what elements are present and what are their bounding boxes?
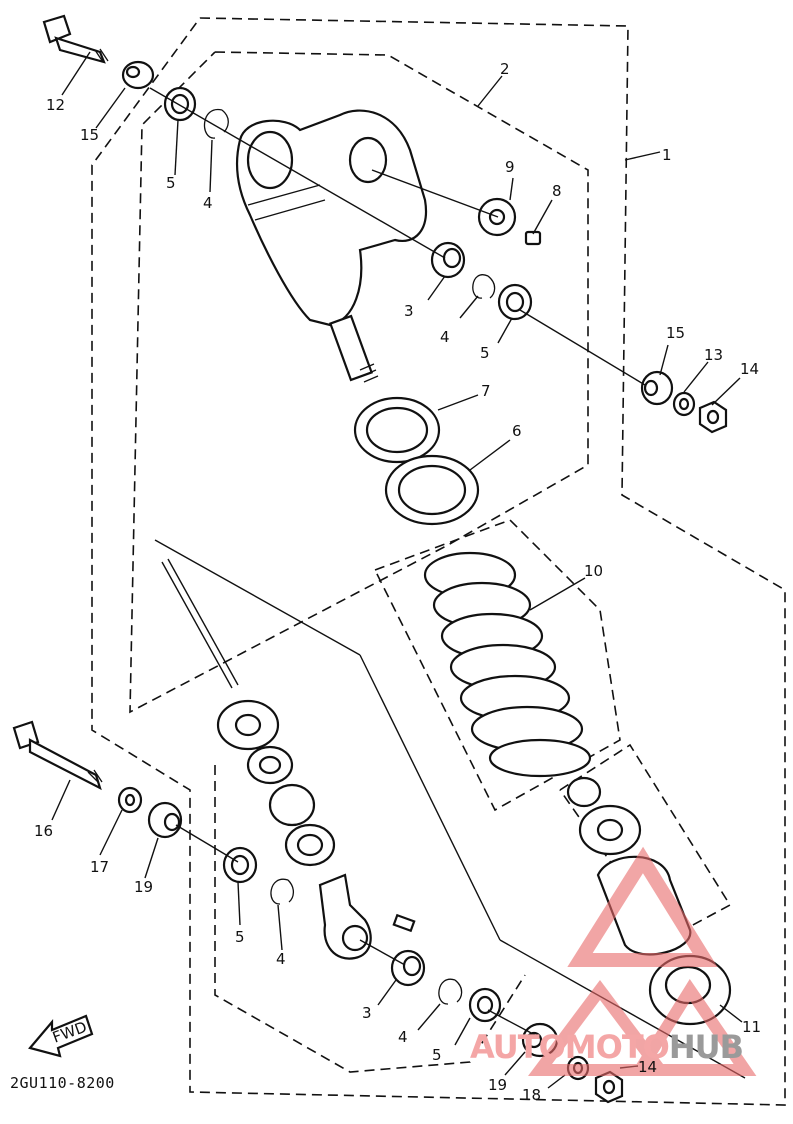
circlip-4-lower — [270, 878, 295, 905]
pushrod — [161, 558, 239, 689]
collar-19-left — [147, 801, 183, 839]
washer-17 — [117, 786, 143, 814]
watermark-logo: AUTOMOTOHUB — [470, 1028, 744, 1066]
screw-8 — [524, 230, 542, 246]
label-11: 11 — [742, 1018, 761, 1036]
label-17: 17 — [90, 858, 109, 876]
label-1: 1 — [662, 146, 672, 164]
bearing-3-lower — [390, 949, 426, 987]
collar-15-top — [121, 60, 155, 90]
spring-10 — [423, 551, 592, 778]
drawing-code: 2GU110-8200 — [10, 1074, 115, 1092]
group-outline-2 — [129, 51, 589, 714]
label-4-lower: 4 — [276, 950, 286, 968]
bolt-16 — [12, 720, 103, 791]
watermark-text-gray: HUB — [668, 1028, 744, 1066]
collar-15-right — [640, 370, 674, 406]
spring-seat-lower — [566, 776, 642, 856]
label-2: 2 — [500, 60, 510, 78]
label-7: 7 — [481, 382, 491, 400]
locknut-7 — [353, 396, 441, 464]
collar-19-bottom — [521, 1022, 559, 1058]
label-5: 5 — [166, 174, 176, 192]
axis-lines — [149, 87, 746, 1079]
nut-14-bottom — [594, 1070, 624, 1104]
part-labels: 1 2 3 4 5 6 7 8 9 10 11 12 13 14 15 16 1… — [34, 60, 761, 1104]
bearing-5-mid — [497, 283, 533, 321]
label-4-bottom: 4 — [398, 1028, 408, 1046]
bearing-5-bottom — [468, 987, 502, 1023]
label-3: 3 — [404, 302, 414, 320]
lower-clevis — [318, 873, 416, 960]
label-5-mid: 5 — [480, 344, 490, 362]
spring-box-outline — [374, 519, 621, 812]
label-19: 19 — [134, 878, 153, 896]
circlip-4-bottom — [438, 978, 463, 1005]
label-5-lower: 5 — [235, 928, 245, 946]
label-4: 4 — [203, 194, 213, 212]
bearing-5-top — [163, 86, 197, 122]
lower-bushing-stack — [216, 699, 336, 867]
label-4-mid: 4 — [440, 328, 450, 346]
circlip-4-mid — [472, 274, 496, 299]
label-13: 13 — [704, 346, 723, 364]
label-14-bottom: 14 — [638, 1058, 657, 1076]
label-9: 9 — [505, 158, 515, 176]
watermark-triangle — [528, 846, 757, 1076]
nut-14-right — [698, 400, 728, 434]
label-15: 15 — [666, 324, 685, 342]
bolt-12 — [42, 14, 109, 64]
adjuster-nut-6 — [384, 454, 480, 526]
label-3-lower: 3 — [362, 1004, 372, 1022]
group-outline-1 — [91, 17, 786, 1106]
bearing-5-lower — [222, 846, 258, 884]
bearing-3-mid — [430, 241, 466, 279]
label-12: 12 — [46, 96, 65, 114]
leader-lines — [51, 51, 743, 1089]
fwd-direction-arrow: FWD — [28, 1014, 94, 1058]
watermark-text-colored: AUTOMOTO — [470, 1028, 670, 1066]
label-5-bottom: 5 — [432, 1046, 442, 1064]
label-18: 18 — [522, 1086, 541, 1104]
label-8: 8 — [552, 182, 562, 200]
shock-absorber-body — [235, 109, 428, 383]
circlip-4-top — [203, 109, 229, 139]
label-14: 14 — [740, 360, 759, 378]
label-10: 10 — [584, 562, 603, 580]
label-15-top: 15 — [80, 126, 99, 144]
label-19-bottom: 19 — [488, 1076, 507, 1094]
washer-13 — [672, 391, 696, 417]
label-16: 16 — [34, 822, 53, 840]
lower-inner-outline — [214, 765, 526, 1073]
label-6: 6 — [512, 422, 522, 440]
